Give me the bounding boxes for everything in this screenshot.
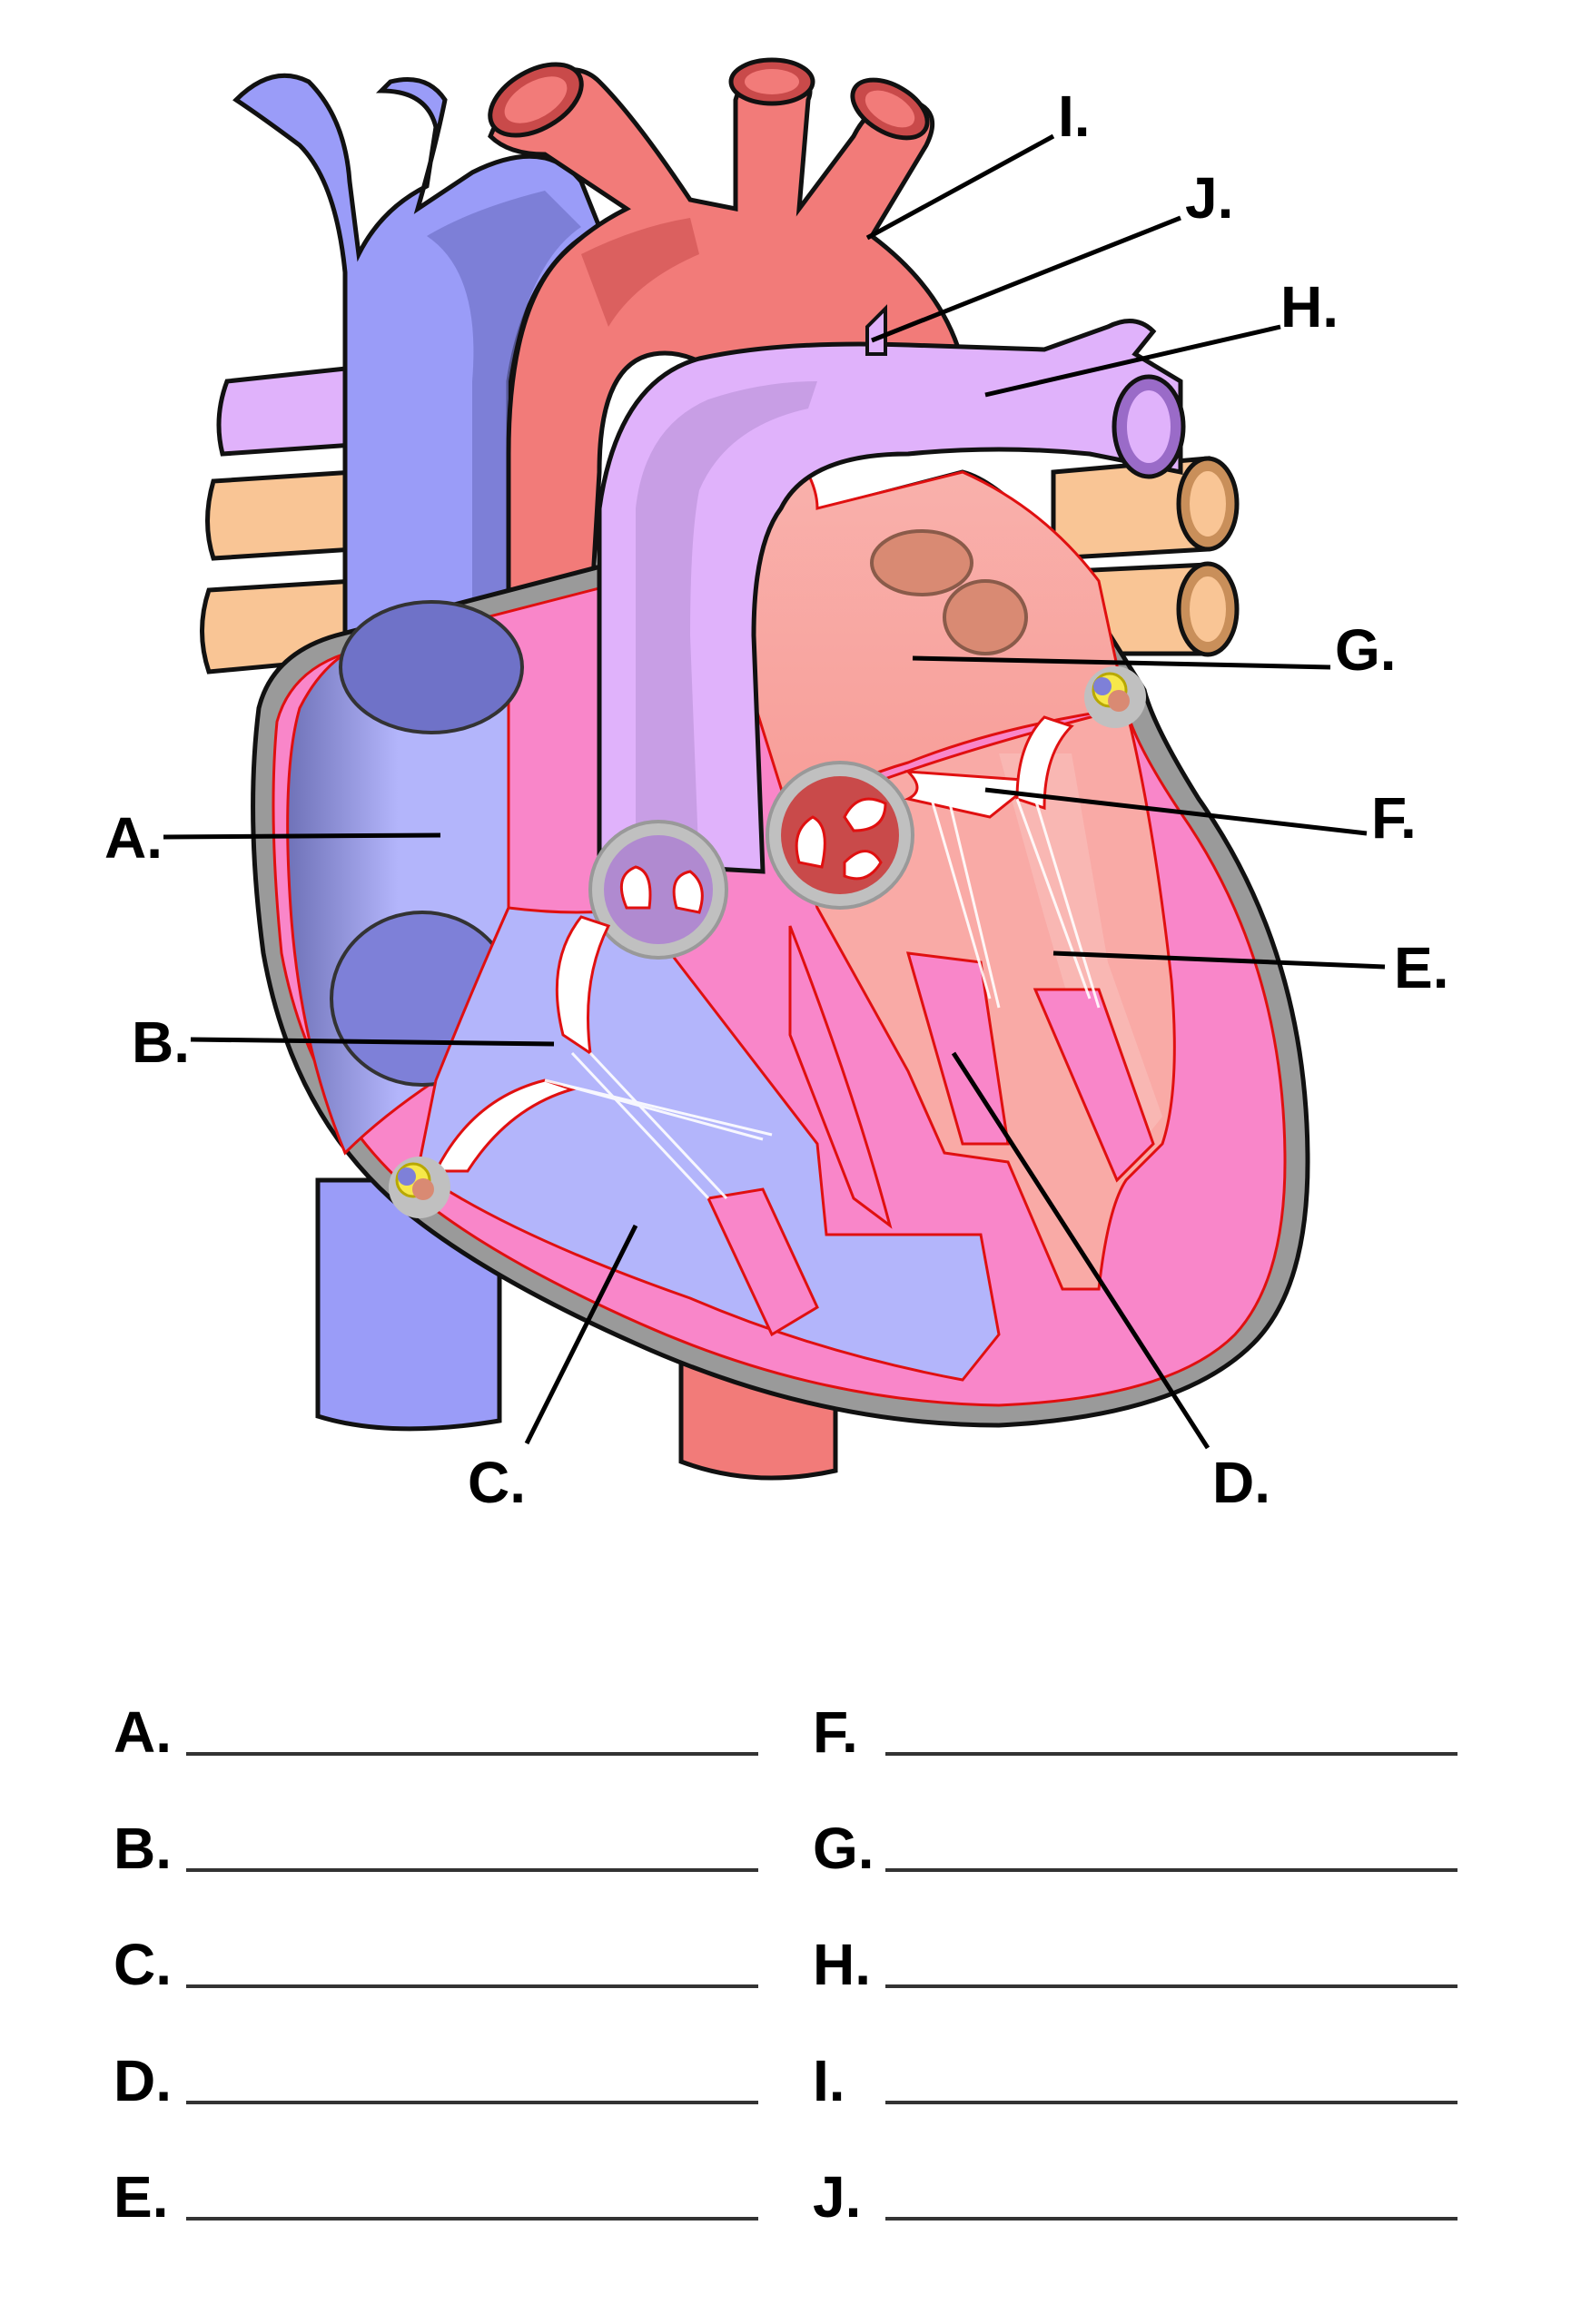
answer-row-E: E. [114,2144,758,2226]
answer-letter: D. [114,2048,172,2113]
answer-letter: B. [114,1816,172,1881]
answer-blank[interactable] [885,1984,1457,1988]
answer-row-I: I. [813,2028,1457,2110]
leader-lines [163,133,1386,1450]
answer-row-A: A. [114,1679,758,1761]
pulmonary-artery [597,304,1186,874]
leader-C [524,1224,638,1445]
label-E: E. [1394,935,1448,1000]
label-A: A. [104,805,163,871]
answer-row-J: J. [813,2144,1457,2226]
answer-letter: G. [813,1816,874,1881]
pulmonary-valve [588,820,728,960]
answer-blank[interactable] [186,1752,758,1756]
leader-D [951,1051,1210,1450]
coronary-vessel-left [1084,666,1146,728]
left-pulmonary-vessels [200,365,357,675]
answer-blank[interactable] [186,1868,758,1872]
tricuspid-valve [433,915,773,1200]
answer-row-C: C. [114,1912,758,1994]
label-H: H. [1280,274,1339,340]
answer-letter: I. [813,2048,845,2113]
mitral-valve [904,715,1101,1009]
answer-letter: F. [813,1699,858,1765]
label-J: J. [1185,165,1233,231]
aortic-valve [766,761,914,910]
leader-I [865,133,1055,241]
answer-row-F: F. [813,1679,1457,1761]
coronary-vessel-right [389,1157,450,1218]
leader-J [871,215,1181,343]
leader-F [984,787,1368,836]
answer-blank[interactable] [186,2217,758,2221]
answer-blank[interactable] [885,1752,1457,1756]
papillary-muscles [706,925,1155,1337]
answer-blank[interactable] [186,1984,758,1988]
answer-row-H: H. [813,1912,1457,1994]
answer-blank[interactable] [885,1868,1457,1872]
aorta [488,57,965,938]
label-B: B. [132,1009,190,1075]
answer-row-D: D. [114,2028,758,2110]
label-C: C. [468,1450,526,1515]
answer-letter: H. [813,1932,871,1997]
label-D: D. [1212,1450,1270,1515]
leader-G [912,655,1331,670]
label-G: G. [1335,617,1397,683]
answer-letter: C. [114,1932,172,1997]
answer-blank[interactable] [885,2217,1457,2221]
leader-H [984,324,1281,398]
leader-E [1052,950,1386,970]
answer-blank[interactable] [186,2101,758,2104]
leader-A [163,832,441,840]
answer-row-G: G. [813,1796,1457,1877]
answer-letter: J. [813,2164,862,2230]
answer-row-B: B. [114,1796,758,1877]
label-I: I. [1058,84,1091,149]
answer-letter: E. [114,2164,169,2230]
label-F: F. [1371,785,1417,851]
leader-B [190,1037,555,1047]
answer-blank[interactable] [885,2101,1457,2104]
answer-letter: A. [114,1699,172,1765]
heart-diagram: A. B. C. D. E. F. G. H. I. J. [104,57,1448,1515]
